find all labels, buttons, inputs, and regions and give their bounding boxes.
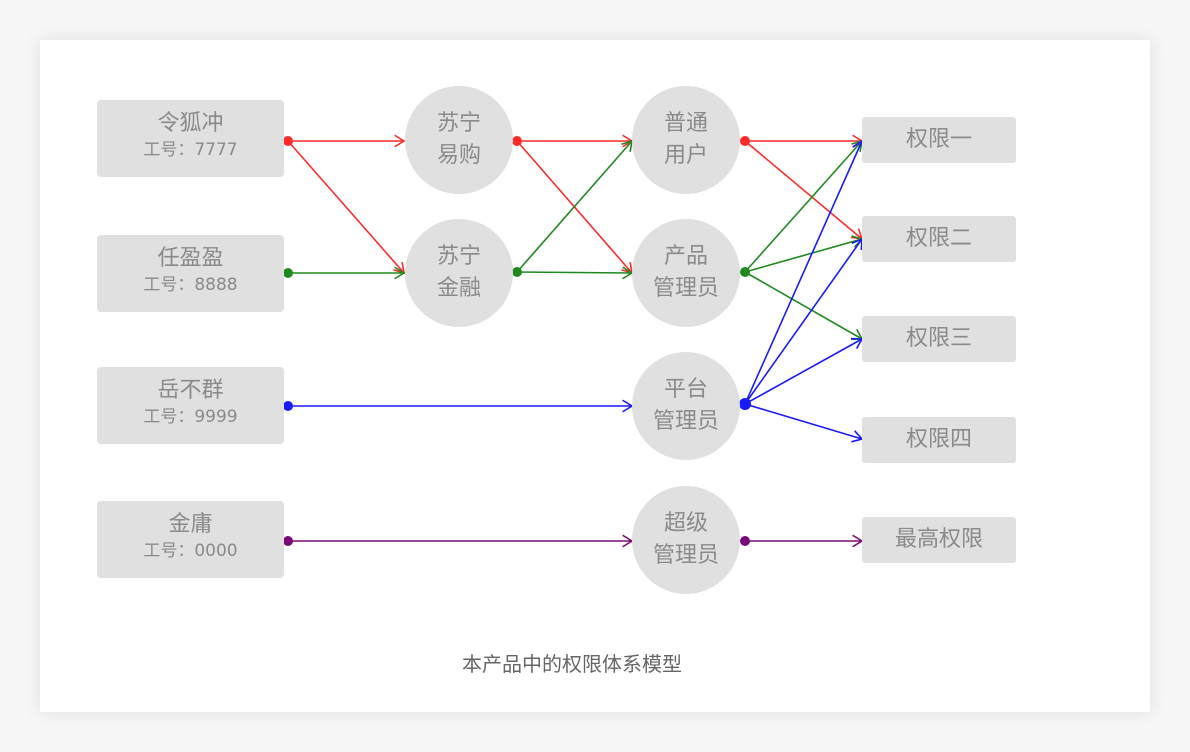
org-node: 苏宁 易购 bbox=[405, 86, 513, 194]
user-name: 岳不群 bbox=[157, 378, 224, 403]
user-emp-id: 工号：8888 bbox=[143, 275, 238, 295]
diagram-caption: 本产品中的权限体系模型 bbox=[462, 652, 682, 676]
user-node: 任盈盈 工号：8888 bbox=[97, 235, 284, 312]
role-node: 超级 管理员 bbox=[632, 486, 740, 594]
user-emp-id: 工号：0000 bbox=[143, 541, 238, 561]
edge-origin-dot bbox=[283, 268, 293, 278]
arrowhead-icon bbox=[394, 266, 406, 280]
edge-u1-o2 bbox=[287, 140, 405, 274]
role-node: 普通 用户 bbox=[632, 86, 740, 194]
edge-r3-p1 bbox=[744, 140, 863, 405]
edge-r2-p1 bbox=[744, 140, 863, 273]
user-node: 岳不群 工号：9999 bbox=[97, 367, 284, 444]
role-node: 产品 管理员 bbox=[632, 219, 740, 327]
user-name: 令狐冲 bbox=[157, 111, 224, 136]
edge-r3-p3 bbox=[744, 338, 863, 405]
user-emp-id: 工号：9999 bbox=[143, 407, 238, 427]
edge-r3-p2 bbox=[744, 238, 863, 405]
arrowhead-icon bbox=[394, 134, 406, 148]
edge-origin-dot bbox=[283, 401, 293, 411]
edge-origin-dot bbox=[740, 536, 750, 546]
permission-node: 权限四 bbox=[862, 417, 1016, 463]
user-emp-id: 工号：7777 bbox=[143, 140, 238, 160]
user-name: 金庸 bbox=[168, 512, 213, 537]
edge-o2-r2 bbox=[516, 271, 633, 274]
edge-r2-p3 bbox=[744, 271, 863, 340]
permission-node: 权限一 bbox=[862, 117, 1016, 163]
edge-r3-p4 bbox=[744, 403, 863, 440]
edge-r1-p2 bbox=[744, 140, 863, 240]
org-node: 苏宁 金融 bbox=[405, 219, 513, 327]
user-name: 任盈盈 bbox=[157, 246, 224, 271]
permission-node: 最高权限 bbox=[862, 517, 1016, 563]
edge-origin-dot bbox=[283, 536, 293, 546]
role-node: 平台 管理员 bbox=[632, 352, 740, 460]
edge-o2-r1 bbox=[516, 140, 633, 273]
user-node: 金庸 工号：0000 bbox=[97, 501, 284, 578]
permission-node: 权限二 bbox=[862, 216, 1016, 262]
permission-node: 权限三 bbox=[862, 316, 1016, 362]
edge-r2-p2 bbox=[744, 238, 863, 273]
user-node: 令狐冲 工号：7777 bbox=[97, 100, 284, 177]
